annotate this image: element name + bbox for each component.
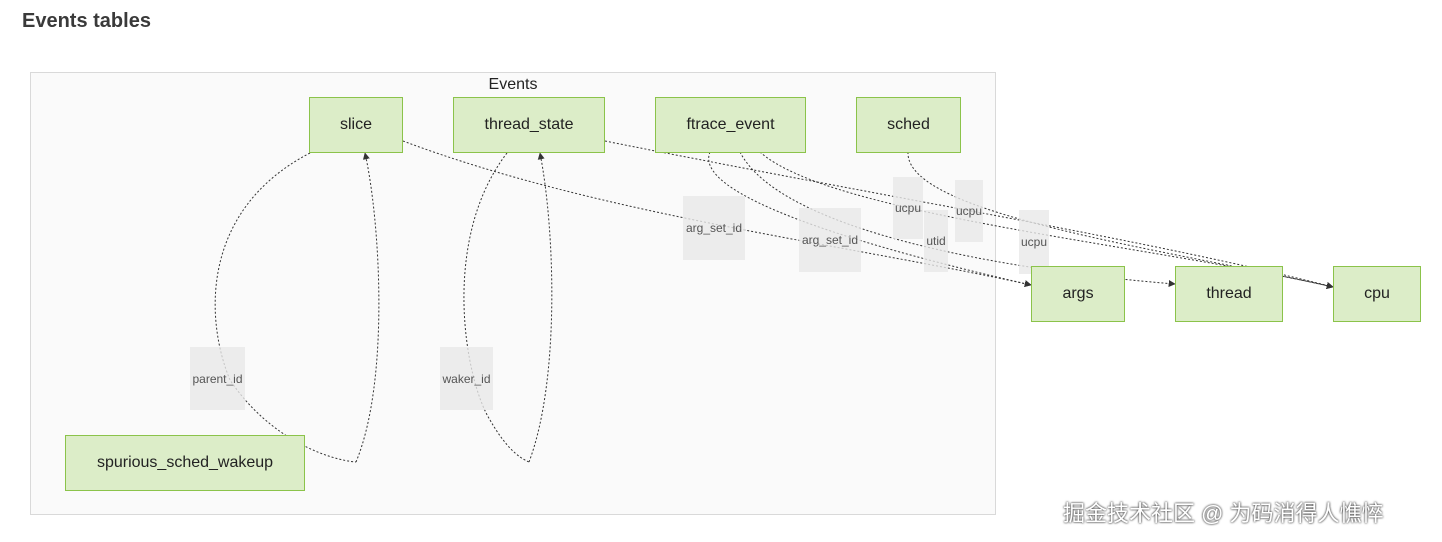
edge-label-ftrace-thread: utid: [924, 210, 948, 272]
edge-wakeup-slice-left: [214, 152, 357, 463]
edge-ftrace-args: [708, 151, 1032, 288]
node-slice: slice: [309, 97, 403, 153]
edge-sched-cpu: [907, 151, 1334, 290]
edge-label-parent-id: parent_id: [190, 347, 245, 410]
node-ftrace-event: ftrace_event: [655, 97, 806, 153]
watermark: 掘金技术社区 @ 为码消得人憔悴: [1063, 501, 1384, 526]
edge-label-ftrace-args: arg_set_id: [799, 208, 861, 272]
node-args: args: [1031, 266, 1125, 322]
node-thread: thread: [1175, 266, 1283, 322]
edge-wakeup-state-left: [463, 152, 530, 463]
node-spurious-sched-wakeup: spurious_sched_wakeup: [65, 435, 305, 491]
edge-ftrace-thread: [739, 151, 1176, 287]
edge-label-thread-state-cpu: ucpu: [955, 180, 983, 242]
edge-wakeup-state-right: [528, 152, 553, 463]
edge-label-sched-cpu: ucpu: [893, 177, 923, 239]
edge-wakeup-slice-right: [355, 152, 380, 463]
edge-label-slice-args: arg_set_id: [683, 196, 745, 260]
node-thread-state: thread_state: [453, 97, 605, 153]
node-sched: sched: [856, 97, 961, 153]
edge-label-waker-id: waker_id: [440, 347, 493, 410]
page-title: Events tables: [22, 10, 151, 32]
edge-label-ftrace-cpu: ucpu: [1019, 210, 1049, 274]
node-cpu: cpu: [1333, 266, 1421, 322]
cluster-label: Events: [488, 76, 538, 93]
